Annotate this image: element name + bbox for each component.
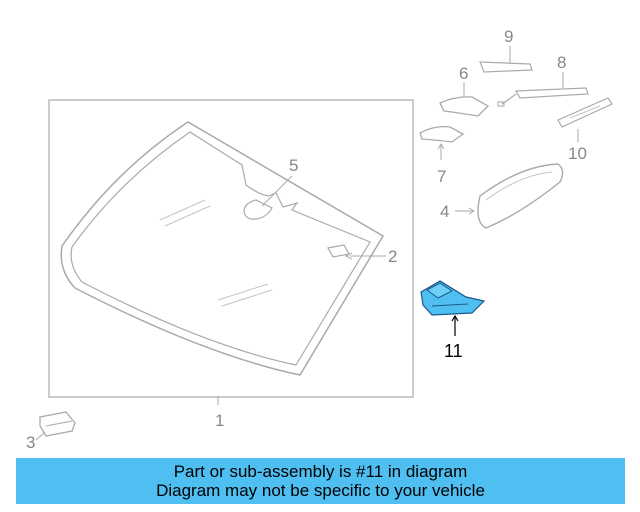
part-11-housing-highlighted[interactable] bbox=[420, 280, 486, 336]
callout-11: 11 bbox=[444, 341, 463, 361]
banner-line-part: Part or sub-assembly is #11 in diagram bbox=[173, 462, 468, 481]
callout-6: 6 bbox=[459, 64, 468, 83]
callout-1: 1 bbox=[215, 411, 224, 430]
part-9-cover[interactable] bbox=[479, 46, 533, 73]
callout-9: 9 bbox=[504, 27, 513, 46]
callout-4: 4 bbox=[440, 202, 449, 221]
part-2-sticker[interactable] bbox=[327, 244, 386, 260]
callout-10: 10 bbox=[568, 144, 587, 163]
callout-5: 5 bbox=[289, 156, 298, 175]
callout-8: 8 bbox=[557, 53, 566, 72]
banner-line-disclaimer: Diagram may not be specific to your vehi… bbox=[156, 481, 485, 500]
part-windshield[interactable] bbox=[60, 121, 385, 405]
part-10-trim[interactable] bbox=[557, 97, 613, 142]
part-7-clip[interactable] bbox=[419, 125, 465, 160]
part-8-harness[interactable] bbox=[497, 72, 589, 107]
part-5-sensor[interactable] bbox=[243, 175, 293, 220]
part-3-block[interactable] bbox=[35, 411, 76, 441]
callout-3: 3 bbox=[26, 433, 35, 452]
windshield-panel-frame bbox=[48, 99, 414, 398]
callout-2: 2 bbox=[388, 247, 397, 266]
part-6-bracket[interactable] bbox=[439, 82, 490, 117]
callout-7: 7 bbox=[437, 167, 446, 186]
part-4-mirror[interactable] bbox=[455, 163, 564, 229]
info-banner: Part or sub-assembly is #11 in diagram D… bbox=[16, 458, 625, 504]
